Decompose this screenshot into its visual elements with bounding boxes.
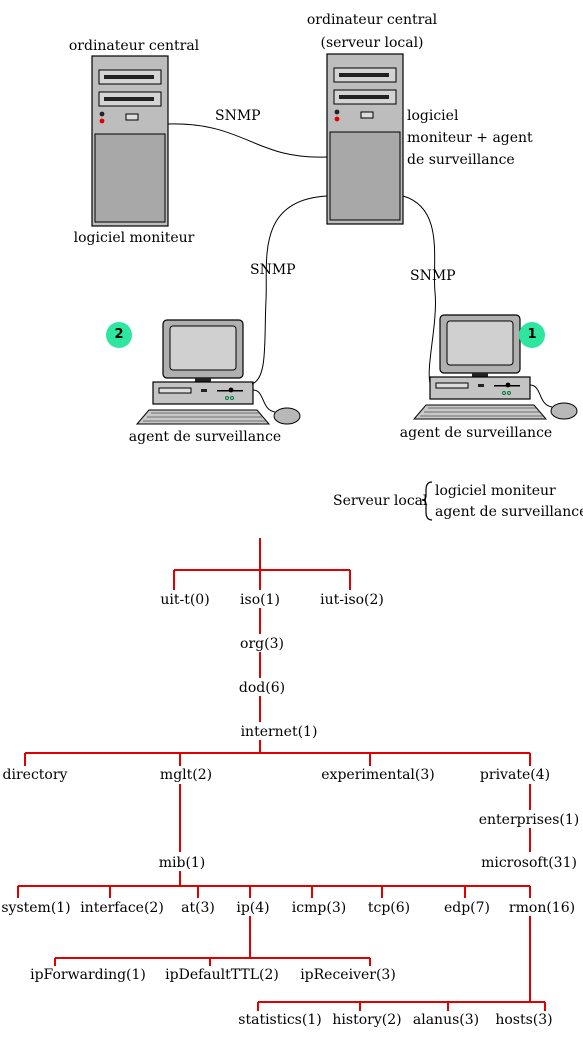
node-iso: iso(1) [239, 592, 281, 608]
snmp-label-top: SNMP [215, 108, 261, 124]
snmp-label-left: SNMP [250, 262, 296, 278]
server-left-caption: logiciel moniteur [73, 230, 195, 246]
node-edp: edp(7) [442, 900, 492, 916]
server-right-icon [326, 53, 404, 225]
legend-brace [421, 481, 433, 521]
server-right-caption-1: logiciel [407, 108, 459, 124]
snmp-link-left [251, 195, 328, 385]
agent-left-caption: agent de surveillance [128, 429, 282, 445]
node-at: at(3) [180, 900, 216, 916]
agent-right-caption: agent de surveillance [399, 425, 553, 441]
node-history: history(2) [331, 1012, 403, 1028]
server-right-subtitle: (serveur local) [320, 35, 424, 51]
node-private: private(4) [478, 767, 552, 783]
node-system: system(1) [0, 900, 72, 916]
node-iut-iso: iut-iso(2) [319, 592, 385, 608]
node-ip: ip(4) [235, 900, 271, 916]
node-tcp: tcp(6) [366, 900, 412, 916]
node-hosts: hosts(3) [494, 1012, 554, 1028]
node-uit-t: uit-t(0) [159, 592, 211, 608]
server-right-caption-3: de surveillance [407, 152, 515, 168]
node-directory: directory [1, 767, 69, 783]
server-left-title: ordinateur central [68, 38, 200, 54]
legend-item-1: logiciel moniteur [435, 483, 556, 499]
node-ipforwarding: ipForwarding(1) [29, 967, 147, 983]
node-ipreceiver: ipReceiver(3) [299, 967, 397, 983]
server-right-title: ordinateur central [306, 12, 438, 28]
node-org: org(3) [239, 636, 285, 652]
workstation-right-icon [413, 314, 578, 420]
node-enterprises: enterprises(1) [477, 812, 581, 828]
snmp-link-right [402, 195, 436, 384]
node-icmp: icmp(3) [290, 900, 348, 916]
node-mib: mib(1) [157, 855, 207, 871]
node-microsoft: microsoft(31) [480, 855, 578, 871]
node-rmon: rmon(16) [507, 900, 577, 916]
snmp-link-top [167, 123, 328, 158]
node-mglt: mglt(2) [158, 767, 214, 783]
node-internet: internet(1) [239, 724, 319, 740]
workstation-left-icon [136, 319, 301, 425]
node-experimental: experimental(3) [320, 767, 436, 783]
legend-item-2: agent de surveillance [435, 504, 583, 520]
node-ipdefaultttl: ipDefaultTTL(2) [164, 967, 280, 983]
node-dod: dod(6) [237, 680, 287, 696]
mib-tree-lines [17, 538, 546, 1011]
node-statistics: statistics(1) [237, 1012, 323, 1028]
server-right-caption-2: moniteur + agent [407, 130, 533, 146]
node-interface: interface(2) [79, 900, 165, 916]
badge-1: 1 [519, 322, 545, 348]
legend-label: Serveur local [333, 493, 428, 509]
node-alanus: alanus(3) [411, 1012, 481, 1028]
badge-2: 2 [106, 322, 132, 348]
server-left-icon [91, 55, 169, 227]
snmp-label-right: SNMP [410, 268, 456, 284]
